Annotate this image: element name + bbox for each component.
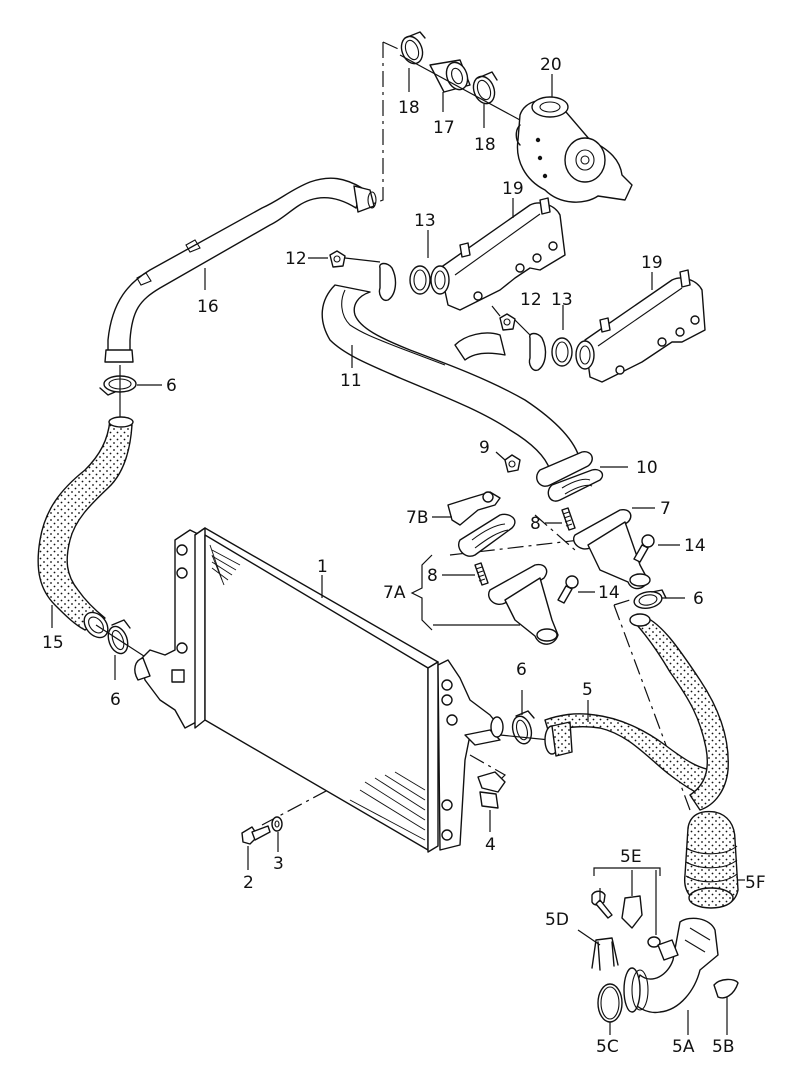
callout-6-lower-left: 6 [110,690,121,710]
callout-6-upper-left: 6 [166,376,177,396]
part-17-sleeve[interactable] [429,59,471,93]
callout-12-upper: 12 [285,249,307,269]
part-8-stud-lower[interactable] [474,562,489,586]
callout-18-right: 18 [474,135,496,155]
callout-16: 16 [197,297,219,317]
part-5B-cap[interactable] [713,978,739,999]
part-12-nut-upper[interactable] [329,250,346,268]
part-5D-retaining-clip[interactable] [591,937,619,971]
part-6-clamp-upper-left[interactable] [99,375,137,396]
callout-19-upper: 19 [502,179,524,199]
part-9-nut[interactable] [504,454,521,473]
callout-13-lower: 13 [551,290,573,310]
part-6-clamp-lower-left[interactable] [105,619,131,656]
callout-19-lower: 19 [641,253,663,273]
callout-15: 15 [42,633,64,653]
callout-8-lower: 8 [427,566,438,586]
part-5A-elbow[interactable] [623,917,719,1014]
part-8-stud-upper[interactable] [561,507,576,531]
callout-14-lower: 14 [598,583,620,603]
callout-6-right-intercooler: 6 [516,660,527,680]
part-14-bolt-upper[interactable] [633,534,655,563]
part-7B-flange-with-bracket[interactable] [447,491,516,557]
part-12-nut-lower[interactable] [499,313,516,331]
intercooler-fins-bottom [349,771,426,841]
axis-line-turbo [399,54,521,121]
leader-lines [51,68,745,1035]
part-5C-seal-ring[interactable] [597,983,623,1023]
callout-12-lower: 12 [520,290,542,310]
callout-3: 3 [273,854,284,874]
part-2-bolt[interactable] [241,825,271,845]
callout-10: 10 [636,458,658,478]
callout-8-upper: 8 [530,514,541,534]
callout-5F: 5F [745,873,766,893]
callout-5A: 5A [672,1037,695,1057]
callout-5: 5 [582,680,593,700]
axis-line-hose-5 [499,734,551,741]
part-7A-flange[interactable] [488,563,559,645]
part-5E-sensor-assembly[interactable] [591,890,679,961]
callout-6-right-upper: 6 [693,589,704,609]
callout-13-upper: 13 [414,211,436,231]
callout-7: 7 [660,499,671,519]
part-4-sensor[interactable] [477,771,506,809]
callout-5D: 5D [545,910,569,930]
part-19-manifold-lower[interactable] [575,269,706,383]
part-11-crossover-pipe[interactable] [321,284,593,487]
intercooler-fins-top [209,544,241,586]
callout-4: 4 [485,835,496,855]
callout-2: 2 [243,873,254,893]
part-13-gasket-upper[interactable] [378,262,431,301]
callout-labels: 1 2 3 4 5 5A 5B 5C 5D 5E 5F 6 6 6 6 7 7A… [42,55,766,1057]
callout-18-left: 18 [398,98,420,118]
part-5F-corrugated-hose[interactable] [683,810,739,909]
part-5-hose[interactable] [544,713,716,795]
part-16-air-pipe[interactable] [104,177,377,363]
part-3-washer[interactable] [271,816,283,832]
callout-14-upper: 14 [684,536,706,556]
callout-7B: 7B [406,508,428,528]
part-1-intercooler[interactable] [134,527,504,853]
part-13-gasket-lower[interactable] [528,332,573,371]
part-18-clamp-top[interactable] [398,31,426,67]
callout-1: 1 [317,557,328,577]
part-7-flange[interactable] [573,508,651,590]
callout-5E: 5E [620,847,642,867]
part-6-clamp-right-intercooler[interactable] [510,710,535,746]
callout-7A: 7A [383,583,406,603]
part-10-gasket[interactable] [547,468,604,502]
callout-17: 17 [433,118,455,138]
part-15-hose[interactable] [37,416,134,642]
axis-line-lower-left [95,624,151,661]
callout-11: 11 [340,371,362,391]
part-19-manifold-upper[interactable] [430,197,566,311]
part-5-upper-hose[interactable] [629,613,729,811]
callout-5C: 5C [596,1037,619,1057]
callout-20: 20 [540,55,562,75]
part-6-clamp-right-upper[interactable] [633,589,667,611]
part-20-turbocharger[interactable] [515,96,633,203]
callout-9: 9 [479,438,490,458]
callout-5B: 5B [712,1037,734,1057]
part-14-bolt-lower[interactable] [557,575,579,604]
part-18-clamp-bottom[interactable] [470,71,498,107]
